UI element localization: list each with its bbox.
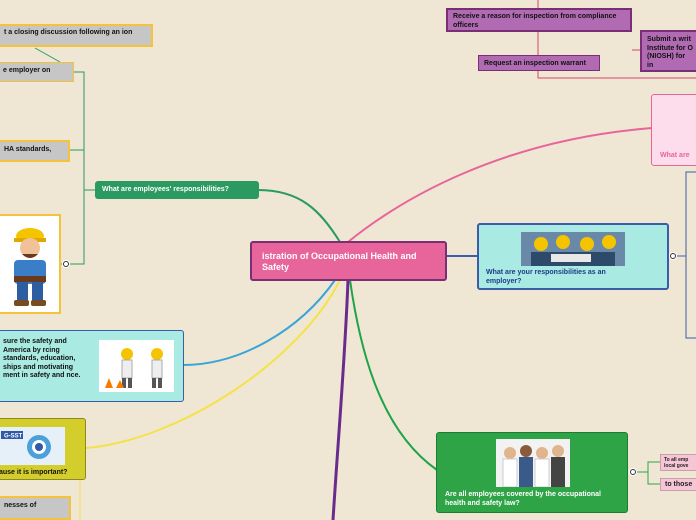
- construction-worker-image: [14, 228, 46, 306]
- subtopic-receive-reason[interactable]: Receive a reason for inspection from com…: [446, 8, 632, 32]
- subtopic-illnesses[interactable]: nesses of: [0, 496, 71, 520]
- subtopic-to-those[interactable]: to those: [660, 478, 696, 491]
- topic-employees-covered[interactable]: Are all employees covered by the occupat…: [436, 432, 628, 513]
- subtopic-label: nesses of: [4, 502, 37, 509]
- subtopic-osha-standards[interactable]: HA standards,: [0, 140, 70, 162]
- subtopic-label: HA standards,: [4, 146, 52, 153]
- subtopic-label: Submit a writ Institute for O (NIOSH) fo…: [647, 36, 693, 69]
- central-topic-text: istration of Occupational Health and Saf…: [262, 251, 417, 272]
- subtopic-niosh[interactable]: Submit a writ Institute for O (NIOSH) fo…: [640, 30, 696, 72]
- topic-label: What are: [660, 152, 690, 159]
- topic-employees-responsibilities[interactable]: What are employees' responsibilities?: [95, 181, 259, 199]
- subtopic-label: Request an inspection warrant: [484, 60, 586, 67]
- safety-figures-image: [99, 340, 174, 392]
- professionals-group-image: [496, 439, 570, 487]
- subtopic-all-employees[interactable]: To all emp local gove: [660, 454, 696, 471]
- topic-label: Are all employees covered by the occupat…: [445, 491, 601, 507]
- topic-important[interactable]: G-SST ause it is important?: [0, 418, 86, 480]
- topic-employer-responsibilities[interactable]: What are your responsibilities as an emp…: [477, 223, 669, 290]
- svg-text:G-SST: G-SST: [4, 434, 23, 440]
- subtopic-label: To all emp local gove: [664, 457, 689, 469]
- subtopic-closing-discussion[interactable]: t a closing discussion following an ion: [0, 24, 153, 47]
- topic-label: What are your responsibilities as an emp…: [486, 269, 606, 285]
- subtopic-label: to those: [665, 481, 693, 488]
- topic-label: sure the safety and America by rcing sta…: [3, 338, 81, 379]
- expand-icon[interactable]: [629, 468, 637, 476]
- central-topic[interactable]: istration of Occupational Health and Saf…: [250, 241, 447, 281]
- subtopic-label: e employer on: [3, 67, 51, 74]
- topic-label: ause it is important?: [0, 469, 68, 476]
- subtopic-inspection-warrant[interactable]: Request an inspection warrant: [478, 55, 600, 71]
- worker-image-node[interactable]: [0, 214, 61, 314]
- topic-pink[interactable]: What are: [651, 94, 696, 166]
- subtopic-label: Receive a reason for inspection from com…: [453, 13, 617, 29]
- expand-icon[interactable]: [62, 260, 70, 268]
- construction-team-image: [521, 232, 625, 266]
- sg-sst-logo-image: G-SST: [0, 427, 65, 465]
- topic-label: What are employees' responsibilities?: [102, 186, 229, 193]
- expand-icon[interactable]: [669, 252, 677, 260]
- subtopic-label: t a closing discussion following an ion: [4, 29, 133, 36]
- subtopic-employer-on[interactable]: e employer on: [0, 62, 74, 82]
- topic-mission[interactable]: sure the safety and America by rcing sta…: [0, 330, 184, 402]
